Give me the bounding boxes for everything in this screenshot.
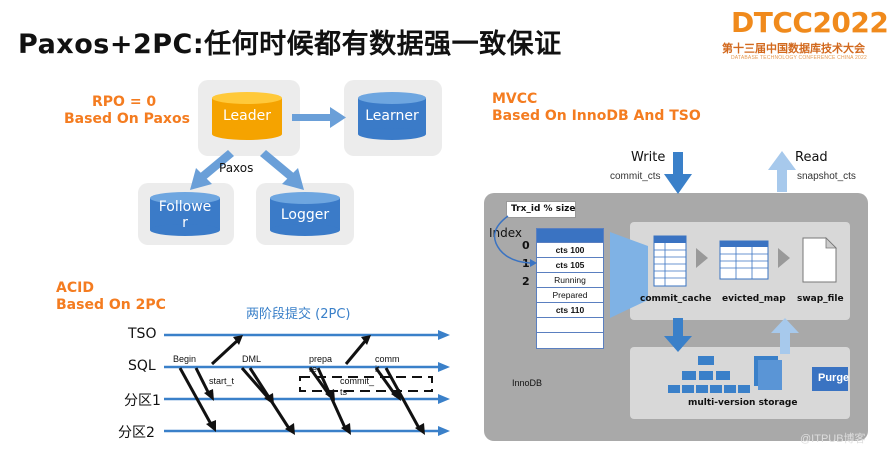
read-arrow	[768, 151, 796, 192]
index-curve-arrow	[493, 215, 531, 264]
leader-database-icon	[212, 92, 282, 140]
event-commit-line1: comm	[375, 354, 400, 364]
commit-cache-icon	[653, 235, 687, 287]
follower-label-line1: Followe	[158, 199, 212, 215]
event-prepare-line1: prepa	[309, 354, 333, 364]
dtcc-logo: DTCC2022	[731, 6, 889, 39]
event-start-ts-line2: s	[209, 387, 214, 397]
index-number-1: 1	[522, 257, 530, 270]
write-arrow	[664, 152, 692, 194]
lane-label-partition2: 分区2	[118, 425, 155, 441]
table-row: cts 105	[537, 258, 603, 273]
commit-cache-label: commit_cache	[640, 294, 712, 304]
index-label: Index	[489, 226, 523, 240]
event-commit-line2: it	[375, 364, 380, 374]
table-row	[537, 318, 603, 333]
timeline-lanes	[164, 333, 440, 433]
index-number-2: 2	[522, 275, 530, 288]
page-title: Paxos+2PC:任何时候都有数据强一致保证	[18, 29, 562, 60]
table-row	[537, 229, 603, 243]
commit-dashed-box	[299, 376, 433, 392]
document-icon	[802, 237, 837, 283]
table-row: Prepared	[537, 288, 603, 303]
evicted-map-label: evicted_map	[722, 294, 786, 304]
trx-id-label: Trx_id % size	[511, 204, 576, 214]
message-arrows	[178, 338, 422, 431]
innodb-label: InnoDB	[512, 378, 543, 388]
table-row: cts 110	[537, 303, 603, 318]
follower-label-line2: r	[182, 215, 188, 231]
paxos-arrows	[190, 107, 346, 190]
write-label: Write	[631, 150, 666, 165]
paxos-edge-label: Paxos	[219, 161, 254, 175]
event-start-ts-line1: start_t	[209, 376, 235, 386]
learner-database-icon	[358, 92, 426, 140]
funnel-shape	[610, 232, 648, 318]
chevron-right-icon	[778, 248, 790, 268]
two-pc-subtitle: 两阶段提交 (2PC)	[246, 307, 351, 322]
evicted-map-icon	[719, 240, 769, 280]
swap-file-label: swap_file	[797, 294, 844, 304]
btree-icon	[668, 356, 750, 393]
message-arrowheads	[204, 335, 425, 435]
event-prepare-line2: re	[309, 364, 318, 374]
purge-label: Purge	[818, 372, 850, 384]
acid-basis: Based On 2PC	[56, 297, 166, 313]
table-row: cts 100	[537, 243, 603, 258]
acid-heading: ACID	[56, 280, 94, 296]
logger-database-icon	[270, 192, 340, 236]
event-dml: DML	[242, 354, 262, 364]
mv-storage-label: multi-version storage	[688, 398, 798, 408]
event-commit-ts-line2: ts	[340, 387, 348, 397]
trx-index-table: cts 100 cts 105 Running Prepared cts 110	[536, 228, 604, 349]
logo-tagline: DATABASE TECHNOLOGY CONFERENCE CHINA 202…	[731, 55, 867, 61]
table-row: Running	[537, 273, 603, 288]
rpo-basis-label: Based On Paxos	[64, 111, 190, 127]
follower-database-icon	[150, 192, 220, 236]
fetch-up-arrow	[771, 318, 799, 354]
mvcc-heading: MVCC	[492, 91, 538, 107]
trx-id-box	[506, 201, 576, 218]
chevron-right-icon	[696, 248, 708, 268]
logo-subtitle: 第十三届中国数据库技术大会	[722, 42, 865, 55]
learner-label: Learner	[365, 108, 419, 124]
lane-label-partition1: 分区1	[124, 393, 161, 409]
leader-label: Leader	[222, 108, 271, 124]
logger-label: Logger	[280, 207, 330, 223]
mvcc-basis: Based On InnoDB And TSO	[492, 108, 701, 124]
purge-pages-icon	[754, 356, 848, 391]
flush-down-arrow	[664, 318, 692, 352]
index-number-0: 0	[522, 239, 530, 252]
lane-label-tso: TSO	[128, 326, 157, 342]
event-begin: Begin	[173, 354, 197, 364]
timeline-arrowheads	[438, 330, 450, 436]
lane-label-sql: SQL	[128, 358, 156, 374]
write-sub-label: commit_cts	[610, 171, 661, 182]
read-sub-label: snapshot_cts	[797, 171, 856, 182]
rpo-label: RPO = 0	[92, 94, 157, 110]
event-commit-ts-line1: commit_	[340, 376, 375, 386]
watermark: @ITPUB博客	[800, 433, 866, 445]
read-label: Read	[795, 150, 828, 165]
